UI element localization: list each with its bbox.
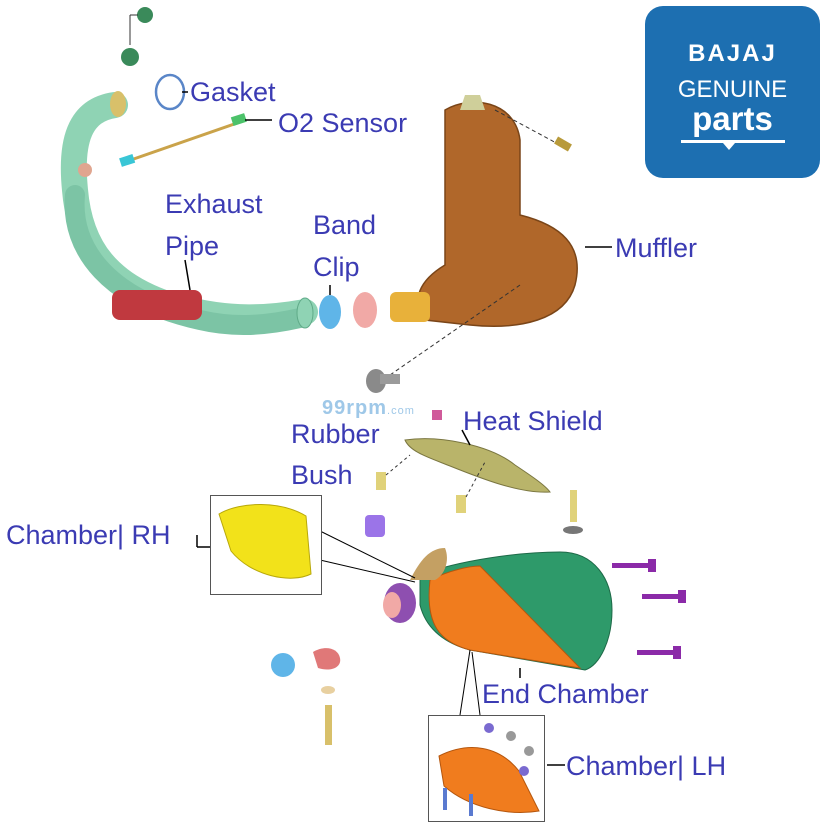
chamber-bolts (612, 559, 686, 659)
end-chamber (383, 548, 613, 678)
label-heat-shield: Heat Shield (463, 406, 603, 436)
label-gasket: Gasket (190, 77, 276, 107)
label-muffler: Muffler (615, 233, 698, 263)
muffler (389, 95, 612, 376)
chamber-rh-illustration (218, 504, 312, 579)
label-o2-sensor: O2 Sensor (278, 108, 408, 138)
watermark-suffix: .com (387, 405, 415, 417)
heat-shield (376, 410, 583, 534)
label-rubber-bush-line1: Rubber (291, 419, 380, 449)
label-rubber-bush-line2: Bush (291, 460, 353, 490)
gasket (154, 73, 186, 111)
watermark: 99rpm.com (322, 397, 415, 420)
chamber-rh-inset (210, 495, 322, 595)
o2-sensor (119, 113, 247, 167)
label-band-clip-line2: Clip (313, 252, 360, 282)
brand-line2: GENUINE (677, 76, 788, 103)
brand-line1: BAJAJ (688, 40, 777, 67)
label-band-clip-line1: Band (313, 210, 377, 240)
watermark-main: 99rpm (322, 397, 388, 419)
band-clip (319, 285, 377, 329)
label-exhaust-pipe-line1: Exhaust (165, 189, 263, 219)
label-exhaust-pipe-line2: Pipe (165, 231, 220, 261)
mounting-nuts (121, 7, 153, 66)
brand-line3: parts (692, 100, 773, 137)
rubber-bush (365, 515, 385, 537)
label-chamber-lh: Chamber| LH (566, 751, 727, 781)
muffler-bolt (366, 369, 400, 393)
chamber-lh-inset (428, 715, 545, 822)
label-chamber-rh: Chamber| RH (6, 520, 171, 550)
clamp-parts (271, 648, 341, 745)
brand-underline (681, 140, 785, 143)
label-end-chamber: End Chamber (482, 679, 649, 709)
exhaust-pipe (60, 91, 318, 336)
brand-arrow-icon (723, 143, 735, 150)
chamber-lh-illustration (438, 723, 540, 816)
bajaj-genuine-parts-logo: BAJAJ GENUINE parts (645, 6, 820, 178)
